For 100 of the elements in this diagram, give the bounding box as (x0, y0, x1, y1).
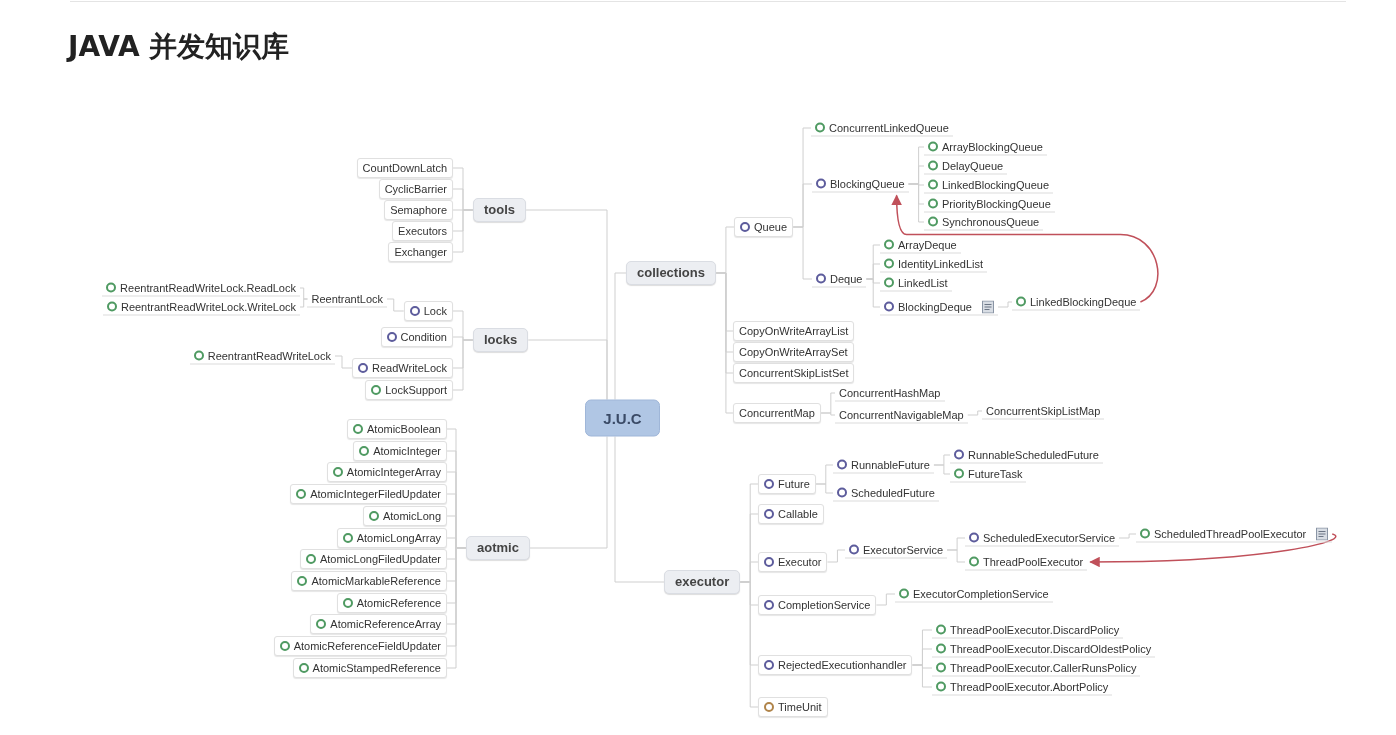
topic-label: AtomicReferenceFieldUpdater (293, 639, 441, 653)
topic-label: AtomicInteger (373, 444, 441, 458)
topic-label: tools (484, 203, 516, 217)
topic-label: Exchanger (394, 245, 447, 259)
topic-box (347, 419, 447, 439)
topic-box (310, 614, 447, 634)
topic-label: collections (637, 266, 705, 280)
topic-box (403, 301, 453, 321)
topic-box (758, 697, 828, 717)
topic-box (378, 179, 453, 199)
topic-label: AtomicIntegerArray (346, 465, 441, 479)
topic-label: SynchronousQueue (942, 214, 1040, 229)
topic-box (758, 552, 828, 572)
topic-box (326, 462, 447, 482)
topic-label: executor (675, 575, 730, 589)
topic-label: ExecutorService (863, 542, 944, 557)
branch-line (997, 301, 1013, 308)
arrow (891, 194, 1159, 303)
topic-label: ReadWriteLock (372, 361, 447, 375)
topic-box (384, 200, 453, 220)
topic-label: ConcurrentNavigableMap (839, 407, 964, 422)
branch-line (946, 549, 966, 563)
topic-box (353, 441, 447, 461)
topic-label: CopyOnWriteArraySet (739, 345, 848, 359)
topic-label: Callable (778, 507, 818, 521)
topic-label: ScheduledThreadPoolExecutor (1154, 526, 1307, 541)
topic-label: RunnableFuture (851, 457, 930, 472)
branch-line (715, 272, 734, 414)
topic-label: FutureTask (968, 466, 1023, 481)
topic-box (292, 658, 447, 678)
topic-label: AtomicBoolean (367, 422, 441, 436)
topic-box (388, 242, 453, 262)
topic-box (392, 221, 453, 241)
topic-label: AtomicLongArray (356, 531, 441, 545)
topic-label: Lock (423, 304, 447, 318)
topic-label: BlockingDeque (898, 299, 972, 314)
topic-label: AtomicLongFiledUpdater (319, 552, 441, 566)
topic-label: Condition (400, 330, 447, 344)
topic-label: IdentityLinkedList (898, 256, 983, 271)
branch-line (820, 412, 836, 416)
topic-box (273, 636, 447, 656)
topic-label: Future (778, 477, 810, 491)
branch-line (299, 298, 308, 308)
topic-box (380, 327, 453, 347)
topic-label: Semaphore (390, 203, 447, 217)
arrow (1089, 533, 1337, 568)
branch-line (908, 183, 925, 223)
topic-box (758, 595, 877, 615)
branch-line (446, 547, 467, 669)
topic-label: aotmic (477, 541, 519, 555)
topic-label: RunnableScheduledFuture (968, 447, 1099, 462)
topic-label: BlockingQueue (830, 176, 905, 191)
topic-box (291, 571, 447, 591)
topic-label: DelayQueue (942, 158, 1004, 173)
branch-line (386, 298, 405, 312)
topic-label: Executors (398, 224, 447, 238)
branch-line (614, 272, 627, 400)
topic-box (299, 549, 447, 569)
topic-box (362, 506, 447, 526)
branch-line (967, 410, 983, 416)
branch-topic-box (626, 261, 716, 285)
topic-label: AtomicReference (356, 596, 441, 610)
branch-line (911, 664, 933, 688)
topic-box (733, 403, 821, 423)
topic-label: AtomicLong (382, 509, 441, 523)
branch-line (865, 278, 881, 308)
topic-label: LinkedBlockingDeque (1030, 294, 1137, 309)
page-title: JAVA 并发知识库 (68, 29, 290, 65)
topic-label: ThreadPoolExecutor.DiscardPolicy (950, 622, 1120, 637)
topic-label: ThreadPoolExecutor (983, 554, 1084, 569)
branch-line (334, 355, 353, 369)
topic-label: locks (484, 333, 518, 347)
topic-box (336, 593, 447, 613)
topic-label: ThreadPoolExecutor.CallerRunsPolicy (950, 660, 1137, 675)
topic-label: LockSupport (385, 383, 447, 397)
topic-label: RejectedExecutionhandler (778, 658, 907, 672)
branch-line (1118, 533, 1137, 539)
topic-label: ArrayDeque (898, 237, 957, 252)
topic-box (733, 342, 854, 362)
topic-box (733, 363, 855, 383)
topic-label: J.U.C (603, 411, 642, 425)
branch-line (933, 464, 951, 475)
branch-topic-box (664, 570, 741, 594)
branch-line (826, 549, 846, 563)
topic-label: TimeUnit (778, 700, 822, 714)
topic-label: Deque (830, 271, 863, 286)
topic-label: AtomicStampedReference (312, 661, 441, 675)
topic-box (733, 321, 855, 341)
branch-line (527, 339, 608, 400)
topic-label: LinkedList (898, 275, 948, 290)
root-topic-box (585, 399, 660, 437)
branch-line (815, 483, 834, 494)
topic-label: AtomicReferenceArray (330, 617, 441, 631)
topic-label: ReentrantReadWriteLock (207, 348, 331, 363)
topic-label: Queue (754, 220, 788, 234)
topic-label: CyclicBarrier (384, 182, 447, 196)
topic-label: ReentrantReadWriteLock.ReadLock (120, 280, 296, 295)
topic-label: ConcurrentSkipListSet (739, 366, 849, 380)
branch-topic-box (473, 328, 529, 352)
topic-label: ScheduledExecutorService (983, 530, 1116, 545)
